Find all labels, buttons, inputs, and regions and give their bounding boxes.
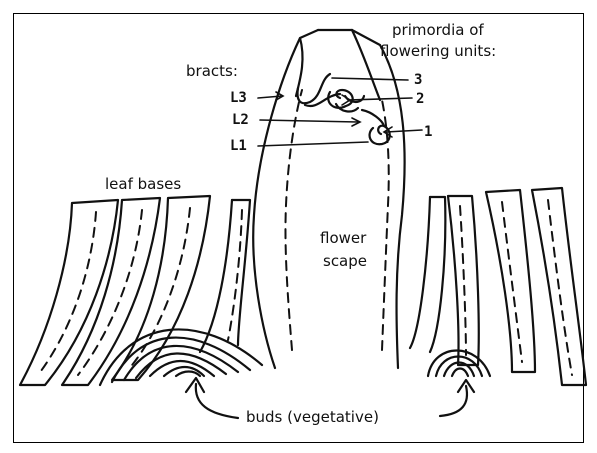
- flower-scape-label-line2: scape: [323, 252, 367, 270]
- leaf-bases-right: [410, 188, 586, 385]
- primordia-label-line1: primordia of: [392, 21, 484, 39]
- unit-tag-3: 3: [414, 72, 422, 88]
- leaf-bases-label: leaf bases: [105, 175, 181, 193]
- unit-tag-2: 2: [416, 91, 424, 107]
- flower-scape: [253, 30, 404, 368]
- buds-label: buds (vegetative): [246, 408, 379, 426]
- primordia-leaders: [332, 78, 422, 137]
- primordia-label-line2: flowering units:: [380, 42, 496, 60]
- bract-tag-L3: L3: [230, 90, 247, 106]
- bracts-label: bracts:: [186, 62, 238, 80]
- bract-tag-L2: L2: [232, 112, 249, 128]
- flower-scape-label-line1: flower: [320, 229, 367, 247]
- unit-tag-1: 1: [424, 124, 432, 140]
- bract-tag-L1: L1: [230, 138, 247, 154]
